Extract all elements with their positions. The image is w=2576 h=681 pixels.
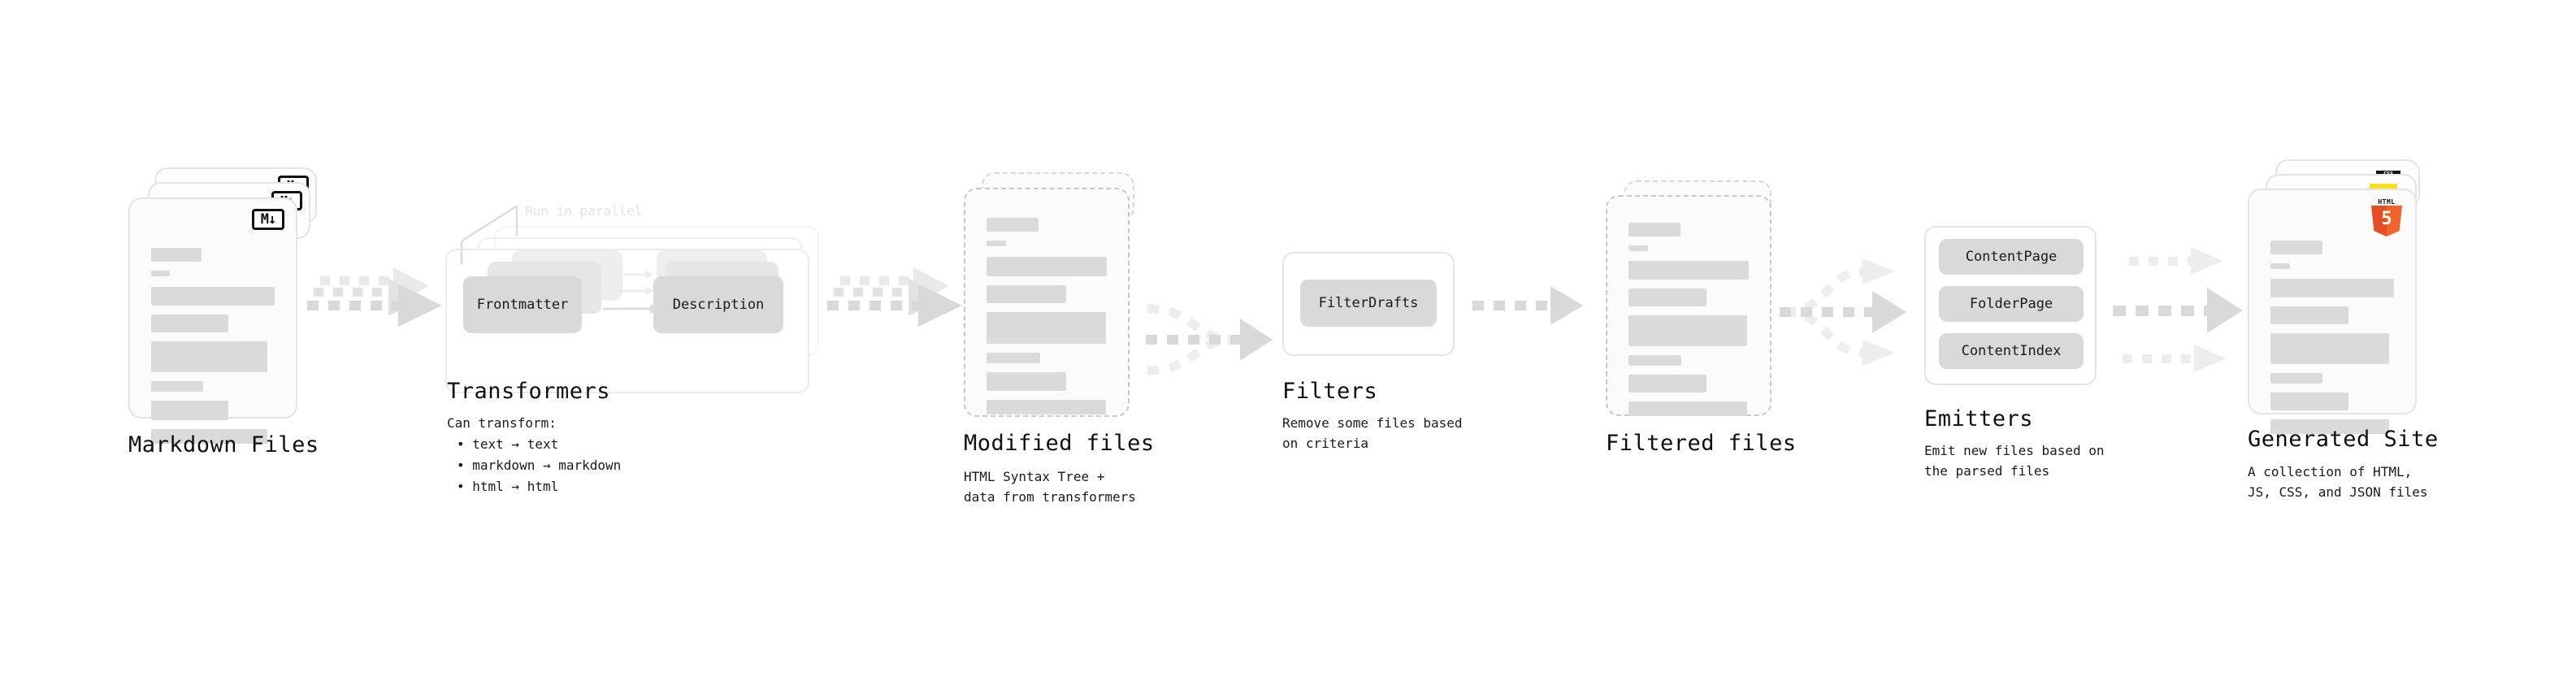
skeleton-bar: [151, 429, 267, 444]
arrow-filters-to-filtered: [1472, 286, 1583, 325]
html5-shield: 5: [2371, 206, 2402, 236]
skeleton-bars: [151, 248, 275, 453]
skeleton-bar: [2270, 373, 2322, 384]
generated-site-subtitle: A collection of HTML, JS, CSS, and JSON …: [2248, 464, 2428, 500]
markdown-file-card-front: M↓: [128, 197, 297, 444]
skeleton-bar: [1628, 375, 1706, 393]
modified-files-subtitle: HTML Syntax Tree + data from transformer…: [964, 469, 1136, 505]
transformers-bullet-0: • text → text: [457, 436, 559, 452]
skeleton-bar: [151, 248, 202, 262]
skeleton-bar: [1628, 245, 1648, 251]
skeleton-bar: [2270, 419, 2389, 434]
emitters-title: Emitters: [1924, 406, 2034, 432]
arrow-modified-to-filters: [1146, 304, 1273, 375]
transformers-bullet-2: • html → html: [457, 479, 559, 494]
skeleton-bar: [151, 287, 275, 306]
skeleton-bar: [1628, 223, 1680, 236]
filter-pill-filterdrafts[interactable]: FilterDrafts: [1300, 280, 1437, 327]
markdown-files-title: Markdown Files: [128, 432, 319, 458]
skeleton-bar: [987, 218, 1039, 232]
filtered-files-title: Filtered files: [1606, 431, 1797, 456]
skeleton-bar: [987, 241, 1006, 246]
transformers-subtitle: Can transform:: [447, 415, 557, 431]
arrow-filtered-to-emitters: [1780, 258, 1906, 366]
emitter-pill-contentindex[interactable]: ContentIndex: [1939, 333, 2084, 369]
skeleton-bar: [987, 257, 1107, 276]
transformers-title: Transformers: [447, 379, 611, 404]
skeleton-bar: [2270, 263, 2290, 269]
skeleton-bar: [1628, 355, 1681, 366]
emitter-pill-contentpage[interactable]: ContentPage: [1939, 239, 2084, 275]
markdown-icon: M↓: [252, 209, 284, 230]
generated-site-title: Generated Site: [2248, 427, 2439, 452]
emitter-pill-folderpage[interactable]: FolderPage: [1939, 286, 2084, 322]
run-in-parallel-label: Run in parallel: [525, 203, 643, 219]
filtered-file-card-front: [1606, 195, 1772, 416]
skeleton-bar: [151, 314, 228, 332]
modified-files-title: Modified files: [964, 431, 1155, 456]
html5-icon: HTML 5: [2371, 198, 2402, 236]
arrow-md-to-transformers: [307, 267, 442, 327]
skeleton-bar: [151, 341, 267, 372]
skeleton-bar: [987, 400, 1106, 414]
skeleton-bar: [2270, 241, 2322, 254]
skeleton-bar: [1628, 315, 1747, 346]
filters-title: Filters: [1282, 379, 1378, 404]
skeleton-bar: [987, 372, 1066, 391]
skeleton-bar: [151, 381, 203, 392]
generated-site-card-html: HTML 5: [2248, 189, 2417, 434]
emitters-subtitle: Emit new files based on the parsed files: [1924, 443, 2105, 479]
skeleton-bar: [1628, 261, 1749, 280]
skeleton-bars: [1628, 223, 1749, 425]
skeleton-bar: [987, 285, 1066, 303]
skeleton-bars: [2270, 241, 2394, 443]
filters-subtitle: Remove some files based on criteria: [1282, 415, 1463, 451]
html5-wordmark: HTML: [2378, 198, 2396, 206]
skeleton-bar: [2270, 279, 2394, 297]
skeleton-bar: [2270, 306, 2348, 324]
skeleton-bars: [987, 218, 1107, 423]
skeleton-bar: [151, 271, 170, 276]
skeleton-bar: [2270, 333, 2389, 364]
modified-file-card-front: [964, 188, 1130, 417]
transformers-bullet-1: • markdown → markdown: [457, 458, 622, 473]
skeleton-bar: [2270, 393, 2348, 410]
skeleton-bar: [1628, 401, 1747, 416]
skeleton-bar: [987, 353, 1040, 363]
skeleton-bar: [987, 312, 1106, 344]
arrow-emitters-to-site: [2113, 247, 2243, 372]
arrow-transformers-to-modified: [827, 267, 962, 327]
transformer-pill-frontmatter[interactable]: Frontmatter: [463, 276, 582, 333]
html5-digit: 5: [2381, 209, 2392, 229]
run-in-parallel-bracket: [460, 205, 518, 265]
skeleton-bar: [151, 401, 228, 420]
skeleton-bar: [1628, 288, 1706, 306]
transformer-pill-description[interactable]: Description: [653, 276, 783, 333]
